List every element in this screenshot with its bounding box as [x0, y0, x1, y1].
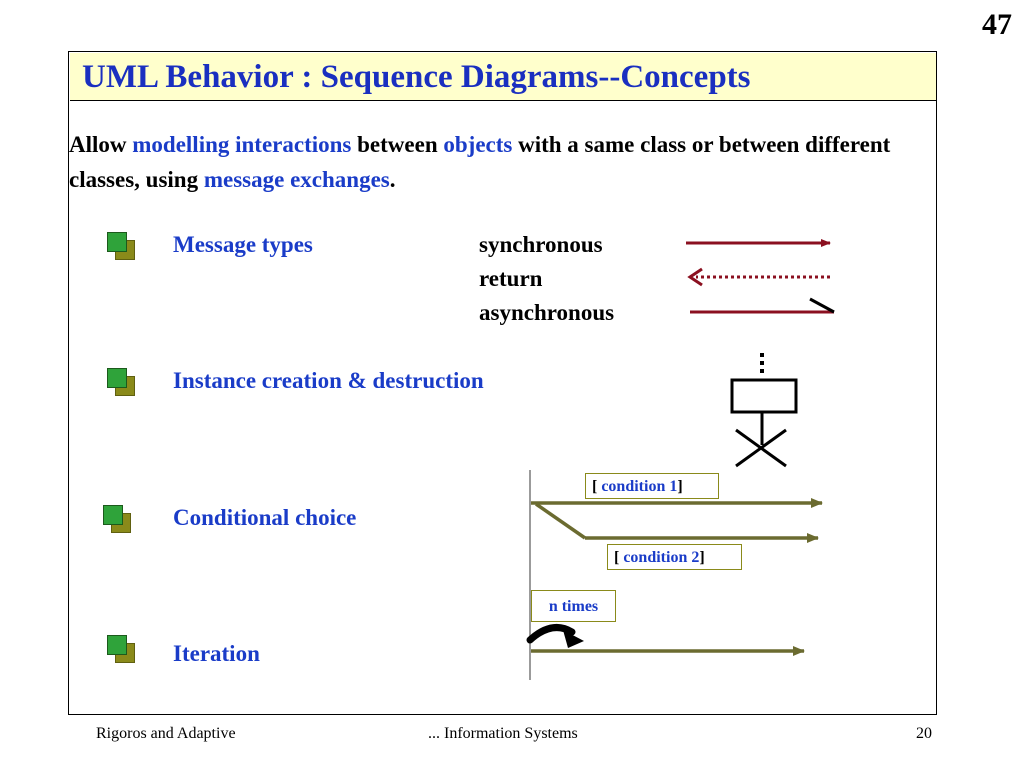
footer-center: ... Information Systems [428, 725, 578, 742]
condition-2-close: ] [699, 549, 705, 566]
page-number: 47 [982, 8, 1012, 41]
iteration-label-box: n times [531, 590, 616, 622]
intro-text-1: Allow [69, 132, 133, 157]
bullet-label-message-types: Message types [173, 232, 313, 257]
bullet-icon [107, 635, 135, 663]
bullet-label-conditional-choice: Conditional choice [173, 505, 357, 530]
asynchronous-arrow [690, 297, 835, 314]
intro-highlight-1: modelling interactions [132, 132, 352, 157]
return-arrow [687, 267, 830, 287]
condition-1-box: [ condition 1] [585, 473, 719, 499]
condition-branch-line [535, 502, 586, 540]
condition-1-open: [ [592, 478, 602, 495]
intro-highlight-2: objects [443, 132, 513, 157]
condition-1-close: ] [677, 478, 683, 495]
bullet-label-iteration: Iteration [173, 641, 260, 666]
intro-text-3: with a same class or between different c… [69, 132, 891, 192]
condition-2-box: [ condition 2] [607, 544, 742, 570]
footer-left: Rigoros and Adaptive [96, 725, 236, 742]
bullet-icon [107, 368, 135, 396]
iteration-loop-icon [526, 624, 584, 648]
lifeline-destruction-symbol [730, 353, 798, 468]
message-type-synchronous: synchronous [479, 232, 603, 257]
intro-text: Allow modelling interactions between obj… [69, 127, 929, 197]
message-type-return: return [479, 266, 543, 291]
condition-2-label: condition 2 [623, 549, 700, 566]
intro-text-2: between [351, 132, 444, 157]
intro-highlight-3: message exchanges [203, 167, 390, 192]
intro-text-4: . [389, 167, 396, 192]
slide-title: UML Behavior : Sequence Diagrams--Concep… [82, 59, 751, 95]
condition-1-label: condition 1 [601, 478, 678, 495]
title-bar: UML Behavior : Sequence Diagrams--Concep… [70, 53, 936, 101]
bullet-icon [107, 232, 135, 260]
bullet-label-instance-creation: Instance creation & destruction [173, 368, 484, 393]
bullet-icon [103, 505, 131, 533]
slide-frame [68, 51, 937, 715]
condition-2-open: [ [614, 549, 624, 566]
message-type-asynchronous: asynchronous [479, 300, 615, 325]
footer-page-number: 20 [916, 725, 932, 742]
